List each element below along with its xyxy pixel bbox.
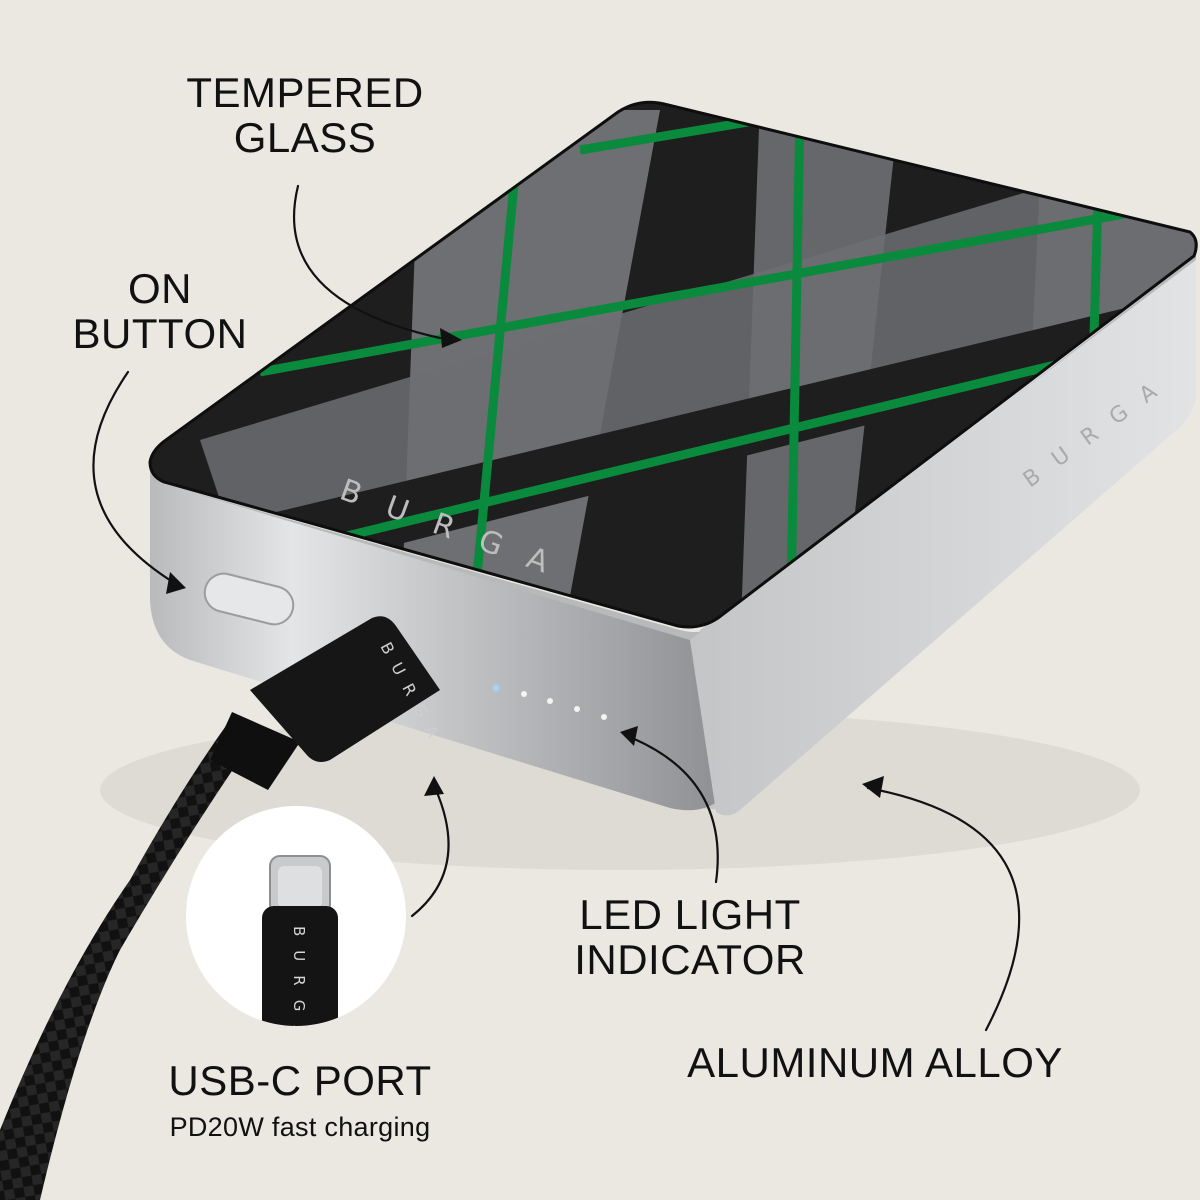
usb-callout-arrow — [410, 788, 450, 918]
led-dot — [492, 684, 500, 692]
tempered-glass-label: TEMPERED GLASS — [170, 70, 440, 161]
on-button-line2: BUTTON — [72, 310, 248, 358]
glass-callout-arrow — [293, 184, 442, 340]
inset-brand-logo: BURGA — [290, 926, 308, 1050]
tempered-glass-line1: TEMPERED — [186, 69, 424, 116]
usb-c-subtitle: PD20W fast charging — [169, 1112, 431, 1143]
led-dot — [521, 691, 527, 697]
aluminum-alloy-text: ALUMINUM ALLOY — [687, 1039, 1063, 1086]
led-indicator-line1: LED LIGHT — [579, 891, 801, 938]
led-indicator-label: LED LIGHT INDICATOR — [550, 892, 830, 983]
usb-c-inset: BURGA — [186, 806, 406, 1050]
led-indicator-line2: INDICATOR — [574, 936, 806, 984]
on-button-label: ON BUTTON — [50, 266, 270, 357]
alloy-callout-arrow — [866, 786, 1021, 1032]
cable-strain-relief — [210, 712, 300, 790]
inset-connector-housing — [262, 906, 338, 1026]
arrowhead — [166, 572, 186, 594]
led-indicator — [492, 684, 607, 720]
glass-edge — [148, 100, 1198, 629]
usb-c-title: USB-C PORT — [168, 1057, 432, 1104]
button-callout-arrow — [92, 370, 178, 586]
led-dot — [547, 698, 553, 704]
aluminum-front-face — [150, 480, 720, 811]
aluminum-right-face — [690, 260, 1196, 816]
arrowhead — [862, 776, 884, 798]
led-callout-arrow — [630, 736, 719, 884]
tempered-glass-line2: GLASS — [233, 114, 377, 162]
on-button-line1: ON — [128, 265, 192, 312]
led-dot — [574, 706, 580, 712]
aluminum-alloy-label: ALUMINUM ALLOY — [660, 1039, 1090, 1086]
arrowhead — [424, 776, 444, 796]
arrowhead — [620, 726, 638, 746]
power-button[interactable] — [201, 570, 298, 629]
braided-cable — [0, 720, 260, 1200]
led-dot — [601, 714, 607, 720]
usb-c-plug — [250, 616, 440, 762]
arrowhead — [440, 328, 462, 348]
usb-c-label: USB-C PORT PD20W fast charging — [140, 1058, 460, 1143]
